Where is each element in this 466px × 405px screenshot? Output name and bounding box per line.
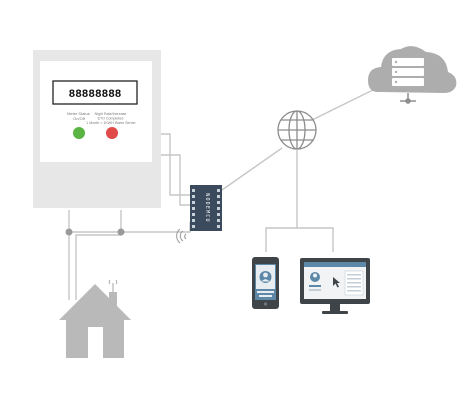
status-led-green: [73, 127, 85, 139]
house-icon: [59, 279, 131, 358]
meter-display-value: 88888888: [69, 89, 122, 101]
server-stack: [392, 58, 424, 86]
meter-terminal-right: [117, 228, 125, 236]
server-network-connector: [400, 93, 416, 104]
house-door: [88, 327, 103, 358]
house-chimney: [109, 292, 117, 310]
smartphone-icon: [252, 257, 279, 309]
meter-to-house-line-right: [75, 210, 122, 300]
wireless-signal-icon: [176, 228, 187, 244]
module-to-globe-line: [221, 147, 283, 191]
nodemcu-module: NODEMCU: [190, 185, 222, 231]
meter-tap-to-module-line-left: [69, 222, 191, 233]
monitor-neck: [330, 304, 340, 311]
left-indicator-label: Meter Status On/Off: [67, 111, 91, 121]
status-led-red: [106, 127, 118, 139]
right-indicator-label: Night Rate/Increase ETO Completed 1 Mont…: [86, 112, 136, 125]
devices-branch-line: [265, 227, 334, 252]
monitor-icon: [300, 258, 370, 314]
cursor-icon: [333, 277, 340, 288]
meter-terminal-left: [65, 228, 73, 236]
module-label: NODEMCU: [204, 193, 210, 222]
module-pins: [192, 189, 220, 228]
energy-meter: 88888888 Meter Status On/Off Night Rate/…: [33, 50, 161, 236]
cloud-server-icon: [368, 46, 457, 104]
house-roof: [59, 284, 131, 320]
monitor-base: [322, 311, 348, 314]
module-board: [190, 185, 222, 231]
meter-display: [52, 80, 138, 105]
house-antenna-icon: [108, 279, 118, 292]
globe-to-cloud-line: [311, 84, 384, 121]
meter-face: [40, 61, 152, 162]
globe-icon: [277, 110, 317, 150]
